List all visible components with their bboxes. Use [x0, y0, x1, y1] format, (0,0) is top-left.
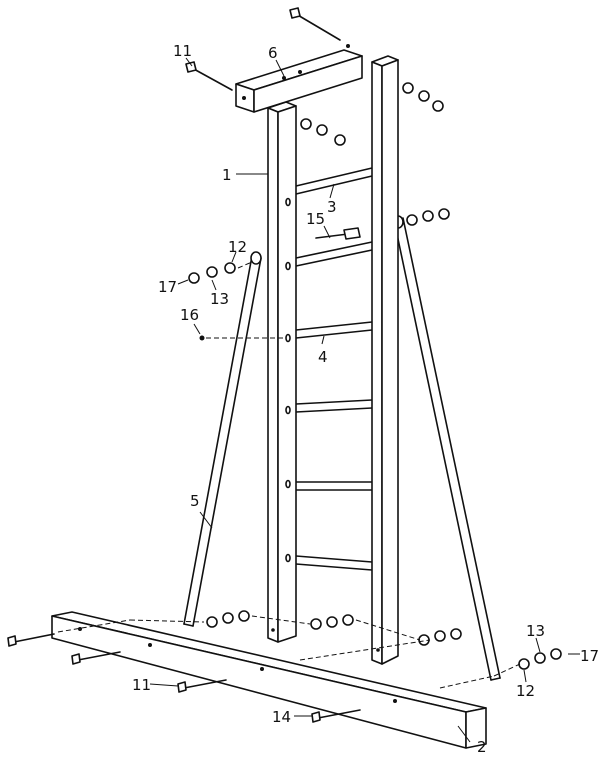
left-brace: [183, 251, 262, 627]
callout-4: 4: [318, 348, 328, 366]
callout-labels: 1 2 3 4 5 6 11 11 12 12 13 13 14 15 16 1…: [132, 42, 599, 756]
nut-washer-hardware: [188, 82, 562, 670]
callout-13-right: 13: [526, 622, 545, 640]
leader-lines: [149, 57, 580, 743]
callout-11-bottom: 11: [132, 676, 151, 694]
callout-13-left: 13: [210, 290, 229, 308]
callout-1: 1: [222, 166, 232, 184]
callout-17-right: 17: [580, 647, 599, 665]
callout-15: 15: [306, 210, 325, 228]
callout-12-left: 12: [228, 238, 247, 256]
top-crossbar: [235, 44, 363, 113]
callout-16: 16: [180, 306, 199, 324]
callout-5: 5: [190, 492, 200, 510]
right-brace: [392, 215, 501, 681]
base-beam: [51, 611, 487, 749]
left-rail: [267, 101, 297, 643]
callout-6: 6: [268, 44, 278, 62]
ladder-rungs: [295, 167, 373, 571]
callout-14: 14: [272, 708, 291, 726]
callout-11-top: 11: [173, 42, 192, 60]
right-rail: [371, 55, 399, 665]
callout-2: 2: [477, 738, 487, 756]
callout-12-right: 12: [516, 682, 535, 700]
callout-3: 3: [327, 198, 337, 216]
callout-17-left: 17: [158, 278, 177, 296]
bolt-hardware: [7, 7, 361, 723]
assembly-centerlines: [57, 261, 521, 689]
